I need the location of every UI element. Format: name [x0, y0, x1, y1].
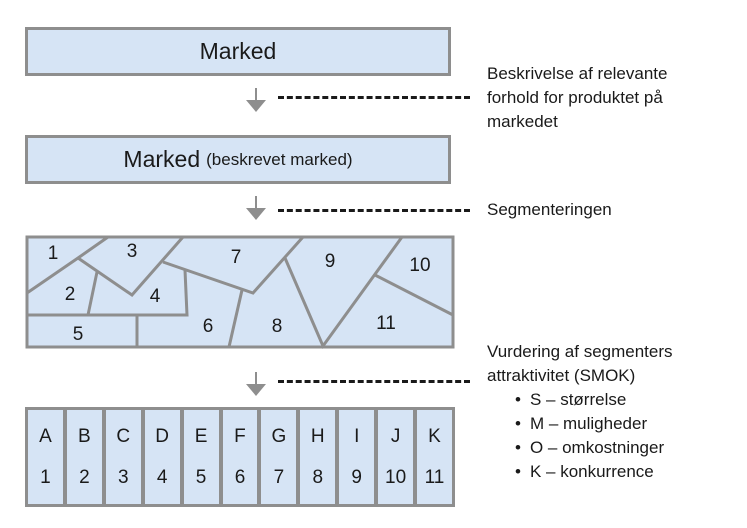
smok-item: O – omkostninger — [515, 436, 673, 460]
segment-label: 7 — [230, 247, 242, 268]
smok-item: K – konkurrence — [515, 460, 673, 484]
smok-item: S – størrelse — [515, 388, 673, 412]
segment-boundary — [162, 236, 305, 295]
market-box: Marked — [25, 27, 451, 76]
cell-number: 7 — [273, 466, 285, 488]
segment-label: 1 — [47, 243, 59, 264]
segment-boundary — [27, 269, 189, 317]
segment-label: 5 — [72, 324, 84, 345]
described-market-sublabel: (beskrevet marked) — [206, 149, 353, 169]
segment-map-border — [25, 235, 455, 349]
cell-number: 10 — [385, 466, 407, 488]
evaluation-note: Vurdering af segmenters attraktivitet (S… — [487, 340, 673, 484]
cell-letter: F — [234, 425, 246, 447]
down-arrow-icon — [246, 372, 266, 396]
cell-letter: E — [194, 425, 208, 447]
segmentation-note: Segmenteringen — [487, 200, 612, 219]
segment-label: 11 — [376, 313, 396, 334]
described-market-label: Marked — [123, 146, 201, 172]
cell-number: 6 — [234, 466, 246, 488]
segment-label: 9 — [324, 251, 336, 272]
down-arrow-icon — [246, 196, 266, 220]
segment-label: 2 — [64, 284, 76, 305]
cell-letter: K — [428, 425, 441, 447]
smok-list: S – størrelse M – muligheder O – omkostn… — [487, 388, 673, 484]
cell-letter: H — [310, 425, 325, 447]
market-label: Marked — [199, 38, 277, 64]
cell-number: 4 — [156, 466, 168, 488]
segment-boundary — [77, 236, 185, 297]
segment-label: 4 — [149, 286, 161, 307]
smok-item: M – muligheder — [515, 412, 673, 436]
cell-number: 9 — [351, 466, 362, 488]
note-line: Beskrivelse af relevante — [487, 64, 668, 83]
segment-cell: J 10 — [378, 410, 414, 504]
note-line: forhold for produktet på — [487, 88, 663, 107]
cell-letter: A — [39, 425, 52, 447]
cell-number: 8 — [312, 466, 324, 488]
cell-letter: C — [116, 425, 131, 447]
cell-letter: G — [271, 425, 287, 447]
segment-label: 6 — [202, 316, 214, 337]
note-line: markedet — [487, 112, 558, 131]
cell-letter: I — [354, 425, 360, 447]
segment-boundary — [227, 289, 244, 348]
segment-label: 3 — [126, 241, 138, 262]
cell-number: 1 — [40, 466, 51, 488]
segment-boundary — [86, 271, 99, 316]
dashed-connector — [278, 96, 470, 99]
description-note: Beskrivelse af relevante forhold for pro… — [487, 62, 667, 134]
note-line: attraktivitet (SMOK) — [487, 366, 636, 385]
cell-letter: J — [390, 425, 401, 447]
cell-number: 5 — [195, 466, 207, 488]
segment-boundary — [283, 236, 404, 350]
cell-number: 2 — [79, 466, 90, 488]
segment-label: 8 — [271, 316, 283, 337]
described-market-box: Marked (beskrevet marked) — [25, 135, 451, 184]
segment-boundary — [374, 273, 454, 317]
dashed-connector — [278, 209, 470, 212]
cell-letter: B — [78, 425, 91, 447]
segment-cell: K 11 — [417, 410, 452, 504]
cell-number: 11 — [424, 466, 445, 488]
down-arrow-icon — [246, 88, 266, 112]
note-line: Vurdering af segmenters — [487, 342, 673, 361]
dashed-connector — [278, 380, 470, 383]
cell-letter: D — [155, 425, 170, 447]
segment-label: 10 — [409, 255, 431, 276]
cell-number: 3 — [117, 466, 129, 488]
